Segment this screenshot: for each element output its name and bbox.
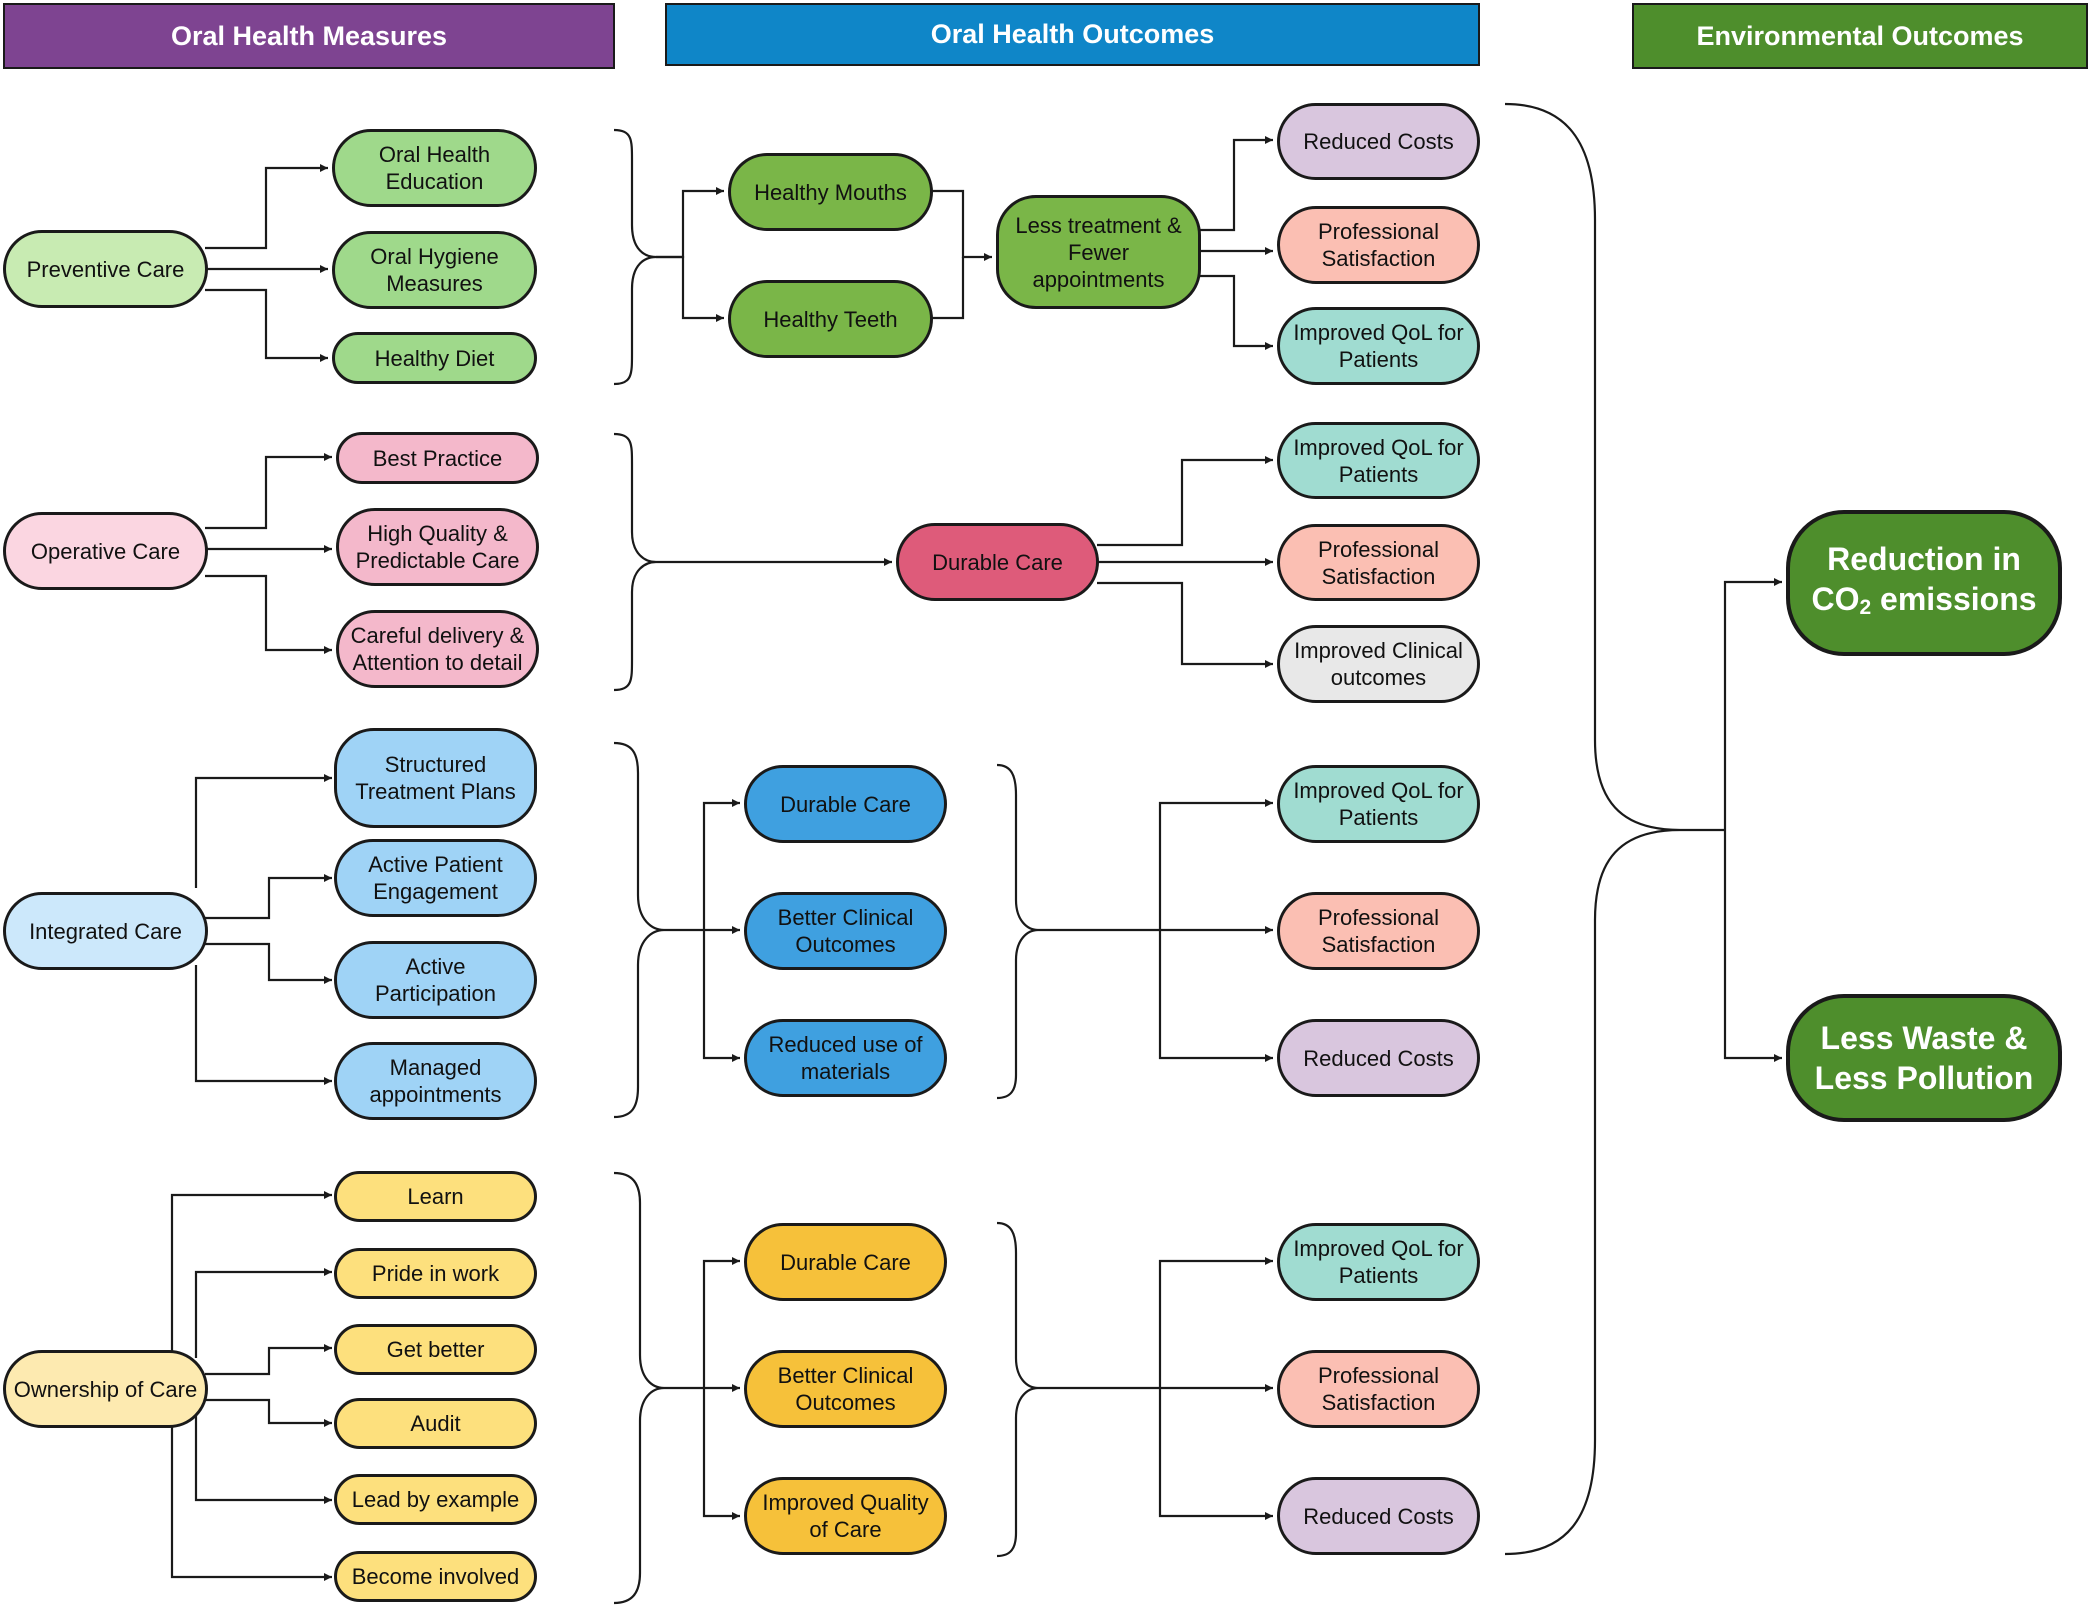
edge-integrated-durable xyxy=(702,799,740,930)
node-ownership-of-care: Ownership of Care xyxy=(3,1350,208,1428)
brace-ownership-left xyxy=(613,1171,665,1605)
node-durable-care-operative: Durable Care xyxy=(896,523,1099,601)
edge-ownership-durable xyxy=(702,1257,740,1388)
header-oral-health-measures: Oral Health Measures xyxy=(3,3,615,69)
node-get-better: Get better xyxy=(334,1324,537,1375)
edge-integrated-materials xyxy=(702,930,740,1062)
edge-durable-qol xyxy=(1097,456,1273,547)
edge-ownership-audit xyxy=(205,1398,332,1427)
node-healthy-teeth: Healthy Teeth xyxy=(728,280,933,358)
node-reduced-costs-1: Reduced Costs xyxy=(1277,103,1480,180)
node-improved-qol-2: Improved QoL for Patients xyxy=(1277,422,1480,499)
node-professional-satisfaction-1: Professional Satisfaction xyxy=(1277,206,1480,284)
node-less-waste: Less Waste & Less Pollution xyxy=(1786,994,2062,1122)
co2-subscript: 2 xyxy=(1859,595,1872,619)
edge-ownership-pride xyxy=(194,1268,332,1358)
co2-line1: Reduction in xyxy=(1827,540,2021,577)
header-oral-health-outcomes: Oral Health Outcomes xyxy=(665,3,1480,66)
node-oral-hygiene-measures: Oral Hygiene Measures xyxy=(332,231,537,309)
edge-integrated-managed xyxy=(194,965,332,1085)
node-learn: Learn xyxy=(334,1171,537,1222)
node-healthy-mouths: Healthy Mouths xyxy=(728,153,933,231)
node-best-practice: Best Practice xyxy=(336,432,539,484)
edge-ownership-better xyxy=(205,1344,332,1376)
node-oral-health-education: Oral Health Education xyxy=(332,129,537,207)
node-reduced-costs-3: Reduced Costs xyxy=(1277,1019,1480,1097)
node-operative-care: Operative Care xyxy=(3,512,208,590)
node-professional-satisfaction-4: Professional Satisfaction xyxy=(1277,1350,1480,1428)
brace-ownership-right xyxy=(996,1221,1039,1558)
edge-ownership-learn xyxy=(170,1191,332,1352)
node-better-clinical-ownership: Better Clinical Outcomes xyxy=(744,1350,947,1428)
node-structured-treatment-plans: Structured Treatment Plans xyxy=(334,728,537,828)
edge-preventive-mouths xyxy=(656,187,724,259)
node-reduced-costs-4: Reduced Costs xyxy=(1277,1477,1480,1555)
brace-preventive xyxy=(613,128,657,386)
edge-durable-clinical xyxy=(1097,581,1273,668)
node-durable-care-ownership: Durable Care xyxy=(744,1223,947,1301)
edge-operative-careful xyxy=(205,574,332,654)
edge-combined-costs xyxy=(1198,136,1273,232)
edge-env-co2 xyxy=(1723,578,1782,830)
node-professional-satisfaction-3: Professional Satisfaction xyxy=(1277,892,1480,970)
edge-teeth-merge xyxy=(931,257,965,320)
edge-ownership-costs xyxy=(1158,1388,1273,1520)
node-integrated-care: Integrated Care xyxy=(3,892,208,970)
node-become-involved: Become involved xyxy=(334,1551,537,1602)
node-professional-satisfaction-2: Professional Satisfaction xyxy=(1277,524,1480,601)
node-lead-by-example: Lead by example xyxy=(334,1474,537,1525)
node-improved-qol-1: Improved QoL for Patients xyxy=(1277,307,1480,385)
edge-preventive-teeth xyxy=(656,255,724,322)
edge-integrated-engagement xyxy=(205,874,332,920)
edge-integrated-plans xyxy=(194,774,332,888)
node-better-clinical-integrated: Better Clinical Outcomes xyxy=(744,892,947,970)
edge-operative-best xyxy=(205,453,332,530)
node-improved-qol-4: Improved QoL for Patients xyxy=(1277,1223,1480,1301)
node-reduction-co2: Reduction in CO2 emissions xyxy=(1786,510,2062,656)
edge-preventive-diet xyxy=(205,288,328,362)
node-improved-qol-3: Improved QoL for Patients xyxy=(1277,765,1480,843)
brace-integrated-right xyxy=(996,763,1039,1100)
edge-ownership-lead xyxy=(194,1416,332,1504)
brace-integrated-left xyxy=(613,741,665,1119)
header-environmental-outcomes: Environmental Outcomes xyxy=(1632,3,2088,69)
edge-env-waste xyxy=(1723,830,1782,1062)
edge-ownership-qol xyxy=(1158,1257,1273,1388)
node-high-quality-care: High Quality & Predictable Care xyxy=(336,508,539,586)
node-reduced-materials: Reduced use of materials xyxy=(744,1019,947,1097)
node-preventive-care: Preventive Care xyxy=(3,230,208,308)
node-audit: Audit xyxy=(334,1398,537,1449)
brace-operative xyxy=(613,432,657,692)
edge-ownership-quality xyxy=(702,1388,740,1520)
node-healthy-diet: Healthy Diet xyxy=(332,332,537,384)
brace-environmental xyxy=(1504,102,1681,1556)
node-improved-clinical-outcomes: Improved Clinical outcomes xyxy=(1277,625,1480,703)
edge-integrated-costs xyxy=(1158,930,1273,1062)
node-durable-care-integrated: Durable Care xyxy=(744,765,947,843)
edge-ownership-involved xyxy=(170,1422,332,1581)
edge-combined-qol xyxy=(1198,274,1273,350)
co2-line2: CO2 emissions xyxy=(1811,579,2036,628)
edge-integrated-qol xyxy=(1158,799,1273,930)
node-active-participation: Active Participation xyxy=(334,941,537,1019)
node-careful-delivery: Careful delivery & Attention to detail xyxy=(336,610,539,688)
edge-mouths-merge xyxy=(931,189,992,261)
node-pride-in-work: Pride in work xyxy=(334,1248,537,1299)
node-managed-appointments: Managed appointments xyxy=(334,1042,537,1120)
edge-preventive-education xyxy=(205,164,328,250)
co2-prefix: CO xyxy=(1811,580,1860,617)
co2-suffix: emissions xyxy=(1871,580,2037,617)
node-active-patient-engagement: Active Patient Engagement xyxy=(334,839,537,917)
node-improved-quality-of-care: Improved Quality of Care xyxy=(744,1477,947,1555)
node-less-treatment: Less treatment & Fewer appointments xyxy=(996,195,1201,309)
edge-integrated-participation xyxy=(205,942,332,984)
